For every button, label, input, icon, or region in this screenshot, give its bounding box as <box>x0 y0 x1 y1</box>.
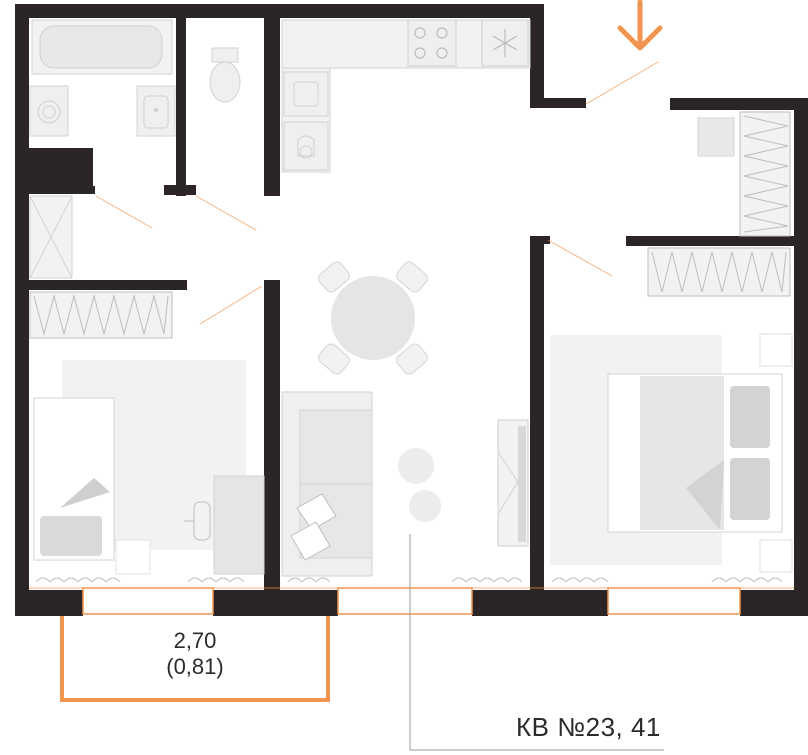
bedroom-cabinet <box>697 117 735 157</box>
bedroom-wardrobe <box>647 247 791 297</box>
window-living <box>337 587 473 615</box>
bedroom-nightstand-bottom <box>759 539 793 573</box>
washing-machine <box>29 85 69 137</box>
child-nightstand <box>115 539 151 575</box>
arrow-down-icon <box>617 0 663 51</box>
coffee-table <box>398 448 441 522</box>
washbasin <box>136 85 176 137</box>
label-leader-line <box>409 534 664 751</box>
dining-table <box>331 276 415 360</box>
walls <box>15 4 808 616</box>
windows <box>29 587 794 615</box>
window-child-room <box>82 587 214 615</box>
bedroom-nightstand-top <box>759 333 793 367</box>
sofa <box>281 391 373 577</box>
tv-stand <box>497 419 529 547</box>
apartment-label: КВ №23, 41 <box>516 712 661 742</box>
bedroom-wardrobe-top <box>739 111 791 237</box>
snowflake-icon <box>481 19 529 67</box>
window-bedroom <box>607 587 741 615</box>
door-swings <box>95 61 659 325</box>
dining-chairs <box>318 261 428 375</box>
toilet <box>209 47 241 103</box>
hall-wardrobe <box>29 195 73 279</box>
curtains <box>35 577 783 583</box>
balcony-area-label: 2,70 (0,81) <box>150 628 240 681</box>
child-desk <box>184 475 265 575</box>
pillows <box>290 493 337 561</box>
bathtub <box>31 19 173 75</box>
balcony-outline <box>60 616 330 702</box>
child-wardrobe <box>29 291 173 339</box>
stove <box>407 19 457 67</box>
balcony-area-coefficient: (0,81) <box>166 654 224 680</box>
double-bed <box>607 373 783 533</box>
kitchen-appliance <box>283 121 329 171</box>
child-bed <box>33 397 115 561</box>
balcony-area: 2,70 <box>173 628 217 653</box>
